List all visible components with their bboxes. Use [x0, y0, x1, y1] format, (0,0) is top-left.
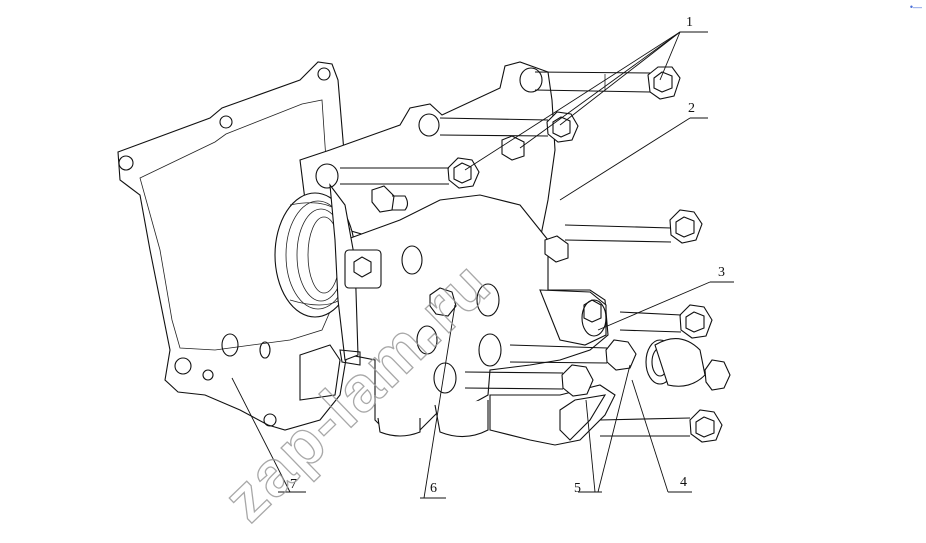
bolt-top [534, 66, 681, 100]
leader-lines [231, 31, 734, 499]
callout-1: 1 [686, 15, 693, 30]
callout-6: 6 [430, 481, 437, 496]
nut-washer-4 [599, 338, 731, 443]
callout-3: 3 [718, 265, 725, 280]
callout-5: 5 [574, 481, 581, 496]
pump-housing [274, 61, 616, 446]
callout-2: 2 [688, 101, 695, 116]
bolt-right [544, 209, 703, 263]
bolt-upper-middle [439, 111, 579, 143]
callout-4: 4 [680, 475, 687, 490]
bolt-short-1 [371, 135, 525, 213]
bolt-set [340, 66, 731, 443]
gasket [117, 61, 359, 431]
callout-7: 7 [290, 477, 297, 492]
corner-mark: •— [909, 2, 922, 12]
bolt-group-3 [464, 304, 713, 397]
